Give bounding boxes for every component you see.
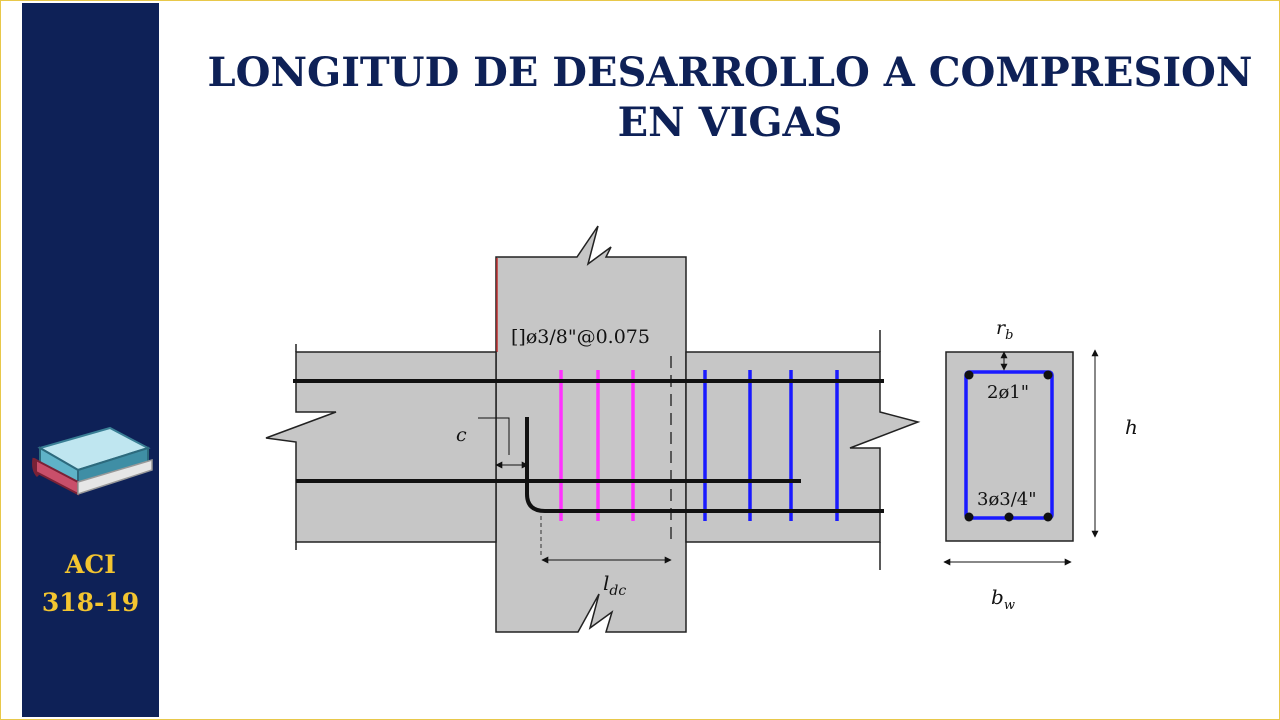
book-icon: [32, 426, 153, 496]
rebar-dot: [1004, 512, 1014, 522]
rebar-dot: [964, 512, 974, 522]
right-beam: [685, 351, 921, 543]
top-bars-label: 2ø1": [987, 382, 1029, 403]
h-label: h: [1125, 415, 1138, 439]
rebar-dot: [1043, 512, 1053, 522]
page-title: LONGITUD DE DESARROLLO A COMPRESION EN V…: [180, 48, 1280, 148]
sidebar: ACI 318-19: [22, 3, 159, 717]
bottom-bars-label: 3ø3/4": [977, 489, 1037, 510]
left-beam: [265, 351, 497, 543]
title-line1: LONGITUD DE DESARROLLO A COMPRESION: [207, 49, 1253, 96]
column-body: [495, 225, 687, 633]
stirrup-spacing-label: []ø3/8"@0.075: [511, 326, 650, 348]
rb-label: rb: [996, 317, 1013, 343]
rebar-dot: [1043, 370, 1053, 380]
ldc-label: ldc: [603, 571, 626, 599]
title-line2: EN VIGAS: [617, 99, 843, 146]
bw-label: bw: [991, 585, 1015, 613]
hooked-bottom-rebar: [525, 417, 884, 513]
rebar-dot: [964, 370, 974, 380]
sidebar-label-line2: 318-19: [41, 588, 140, 617]
sidebar-label-line1: ACI: [65, 550, 116, 579]
cover-c-label: c: [456, 424, 467, 446]
